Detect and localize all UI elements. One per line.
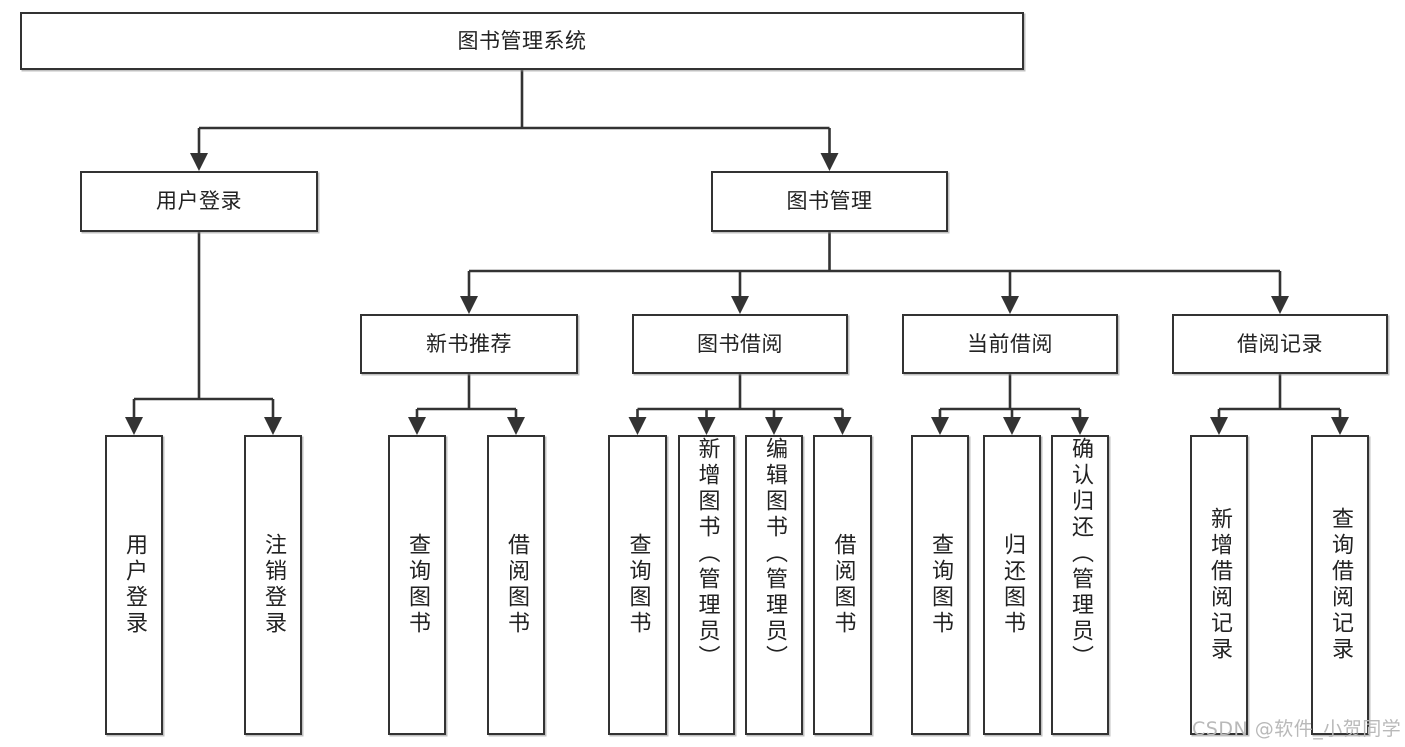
leaf-node-label: 用户登录: [122, 533, 147, 637]
leaf-node-label: 查询图书: [405, 533, 430, 637]
level3-node-label: 借阅记录: [1237, 331, 1323, 356]
leaf-node-label: 归还图书: [1000, 533, 1025, 637]
level2-node-box[interactable]: 用户登录: [80, 171, 318, 232]
leaf-node-box[interactable]: 编辑图书（管理员）: [745, 435, 803, 735]
level2-node-label: 用户登录: [156, 189, 242, 214]
leaf-node-label: 借阅图书: [830, 533, 856, 637]
leaf-node-label: 新增借阅记录: [1207, 507, 1232, 663]
leaf-node-label: 查询图书: [625, 533, 651, 637]
level2-node-label: 图书管理: [786, 189, 873, 214]
leaf-node-box[interactable]: 用户登录: [105, 435, 163, 735]
root-node-box[interactable]: 图书管理系统: [20, 12, 1024, 70]
root-node-label: 图书管理系统: [457, 28, 587, 53]
leaf-node-box[interactable]: 查询图书: [911, 435, 969, 735]
leaf-node-box[interactable]: 新增图书（管理员）: [678, 435, 735, 735]
leaf-node-box[interactable]: 查询图书: [608, 435, 667, 735]
leaf-node-box[interactable]: 查询借阅记录: [1311, 435, 1369, 735]
leaf-node-box[interactable]: 注销登录: [244, 435, 302, 735]
leaf-node-label: 借阅图书: [504, 533, 529, 637]
leaf-node-label: 注销登录: [261, 533, 286, 637]
leaf-node-label: 编辑图书（管理员）: [762, 437, 787, 671]
level3-node-label: 新书推荐: [426, 331, 512, 356]
level3-node-box[interactable]: 图书借阅: [632, 314, 848, 374]
level3-node-box[interactable]: 新书推荐: [360, 314, 578, 374]
level2-node-box[interactable]: 图书管理: [711, 171, 948, 232]
level3-node-box[interactable]: 借阅记录: [1172, 314, 1388, 374]
leaf-node-box[interactable]: 借阅图书: [487, 435, 545, 735]
leaf-node-label: 查询借阅记录: [1328, 507, 1353, 663]
leaf-node-label: 新增图书（管理员）: [694, 437, 720, 671]
csdn-watermark: CSDN @软件_小贺同学: [1192, 718, 1402, 740]
level3-node-label: 当前借阅: [967, 331, 1053, 356]
level3-node-label: 图书借阅: [697, 331, 783, 356]
leaf-node-label: 查询图书: [928, 533, 953, 637]
leaf-node-box[interactable]: 新增借阅记录: [1190, 435, 1248, 735]
leaf-node-box[interactable]: 归还图书: [983, 435, 1041, 735]
leaf-node-box[interactable]: 查询图书: [388, 435, 446, 735]
leaf-node-label: 确认归还（管理员）: [1068, 437, 1093, 671]
level3-node-box[interactable]: 当前借阅: [902, 314, 1118, 374]
leaf-node-box[interactable]: 确认归还（管理员）: [1051, 435, 1109, 735]
leaf-node-box[interactable]: 借阅图书: [813, 435, 872, 735]
